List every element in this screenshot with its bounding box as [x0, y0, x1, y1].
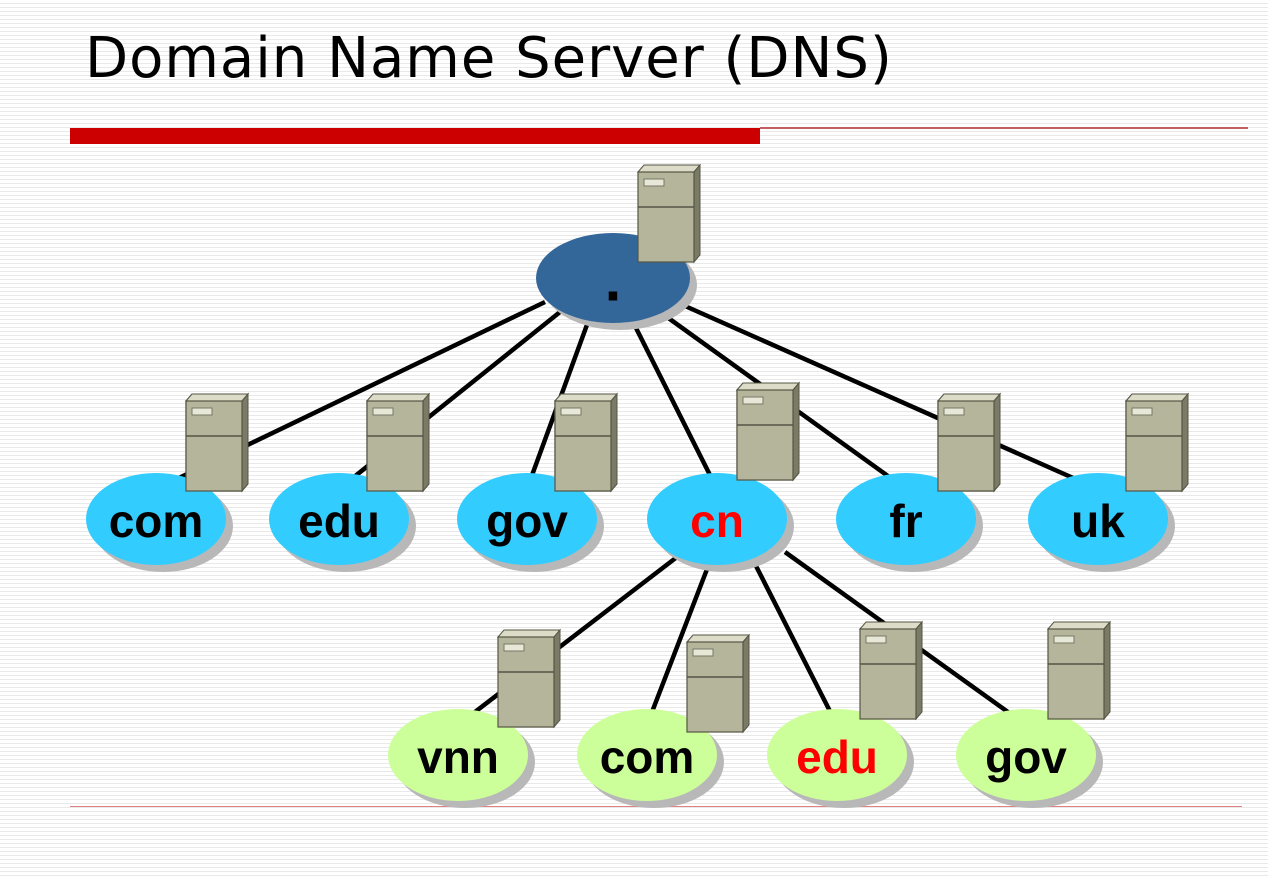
edge-cn-com — [644, 563, 712, 726]
title-underline-accent — [70, 128, 760, 144]
root-server-icon — [637, 164, 701, 263]
tld-node-edu-label: edu — [298, 495, 380, 547]
tld-node-cn-ellipse — [647, 473, 787, 565]
sub-node-edu-2-ellipse — [767, 709, 907, 801]
sub-server-icon-edu-2 — [859, 621, 923, 720]
tld-node-edu-ellipse — [269, 473, 409, 565]
tld-node-com-label: com — [109, 495, 204, 547]
sub-node-vnn-0: vnn — [388, 709, 535, 808]
sub-server-icon-vnn-0 — [497, 629, 561, 728]
tld-node-fr: fr — [836, 473, 983, 572]
sub-node-com-1-label: com — [600, 731, 695, 783]
sub-node-gov-3: gov — [956, 709, 1103, 808]
sub-node-com-1: com — [577, 709, 724, 808]
tld-node-gov-label: gov — [486, 495, 568, 547]
sub-server-icon-com-1 — [686, 634, 750, 733]
edge-cn-edu — [752, 562, 840, 727]
tld-node-com: com — [86, 473, 233, 572]
sub-node-vnn-0-label: vnn — [417, 731, 499, 783]
sub-node-vnn-0-ellipse — [388, 709, 528, 801]
tld-server-icon-front-fr — [937, 393, 1001, 492]
tld-server-icon-front-uk — [1125, 393, 1189, 492]
tld-node-uk: uk — [1028, 473, 1175, 572]
root-node-label: . — [605, 247, 622, 314]
edge-root-uk — [675, 299, 1099, 492]
tld-server-icon-front-edu — [366, 393, 430, 492]
sub-node-edu-2-label: edu — [796, 731, 878, 783]
sub-node-gov-3-label: gov — [985, 731, 1067, 783]
tld-node-gov-ellipse — [457, 473, 597, 565]
sub-server-icon-gov-3 — [1047, 621, 1111, 720]
tld-node-com-ellipse — [86, 473, 226, 565]
tld-node-uk-ellipse — [1028, 473, 1168, 565]
edge-cn-vnn — [456, 555, 679, 727]
tld-server-icon-front-com — [185, 393, 249, 492]
tld-server-icon-front-gov — [554, 393, 618, 492]
edge-root-cn — [630, 320, 720, 491]
tld-node-gov: gov — [457, 473, 604, 572]
tld-node-edu: edu — [269, 473, 416, 572]
slide-title: Domain Name Server (DNS) — [85, 26, 893, 91]
sub-node-edu-2: edu — [767, 709, 914, 808]
tld-node-fr-ellipse — [836, 473, 976, 565]
tld-node-cn-label: cn — [690, 495, 744, 547]
tld-node-cn: cn — [647, 473, 794, 572]
sub-node-com-1-ellipse — [577, 709, 717, 801]
tld-node-fr-label: fr — [889, 495, 922, 547]
tld-node-uk-label: uk — [1071, 495, 1125, 547]
tld-server-icon-front-cn — [736, 382, 800, 481]
sub-node-gov-3-ellipse — [956, 709, 1096, 801]
title-underline-rule — [760, 127, 1248, 129]
